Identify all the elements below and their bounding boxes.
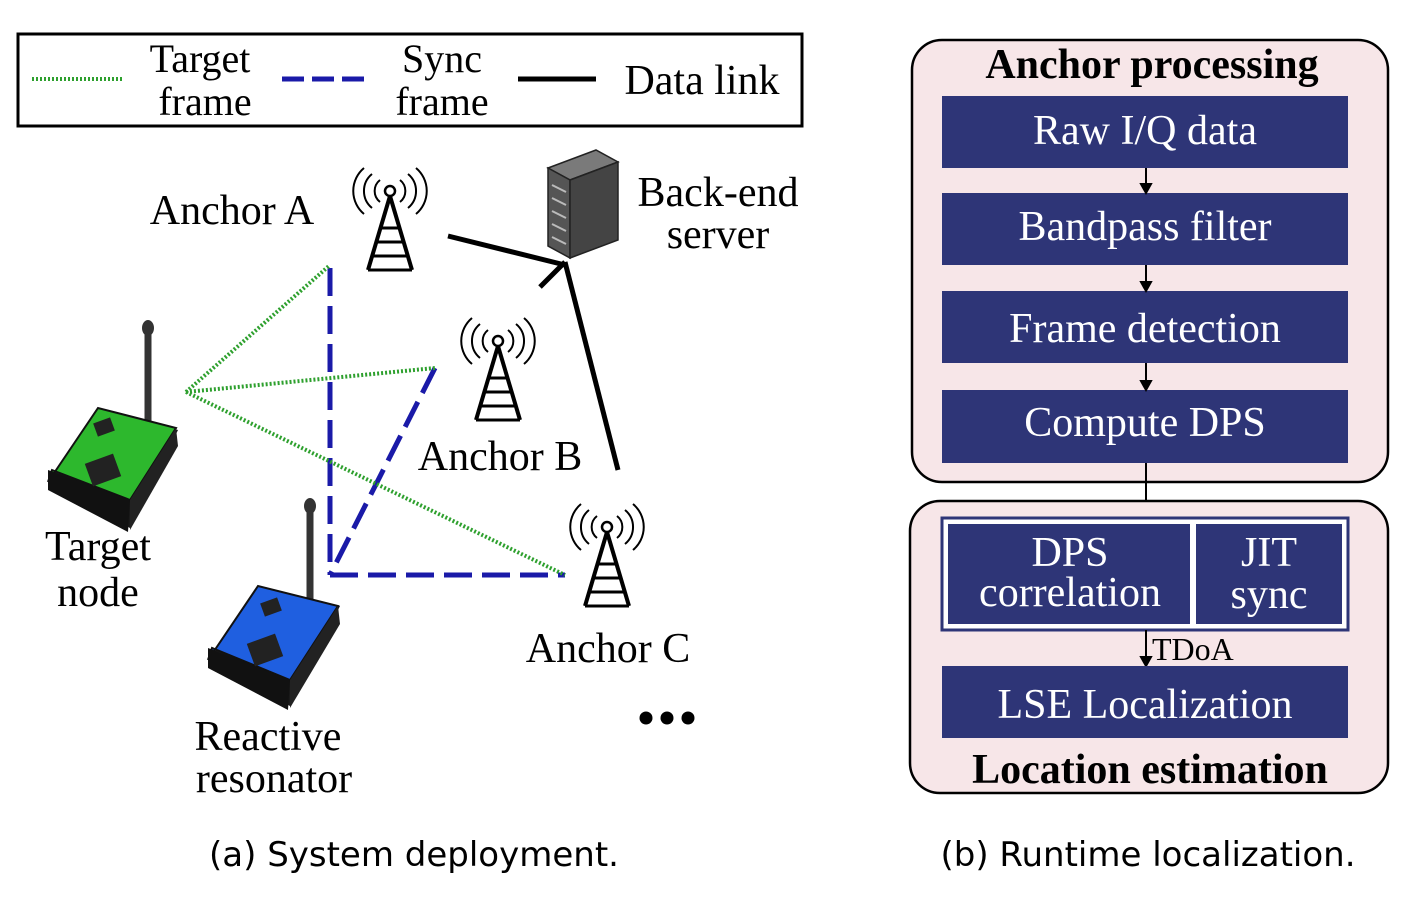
location-estimation-title: Location estimation xyxy=(972,747,1328,793)
runtime-localization-panel: Anchor processing Raw I/Q data Bandpass … xyxy=(880,0,1416,901)
resonator-label-2: resonator xyxy=(196,756,352,802)
caption-a: (a) System deployment. xyxy=(209,835,619,875)
legend-sync-frame-label-2: frame xyxy=(395,79,488,124)
legend-target-frame-label-2: frame xyxy=(158,79,251,124)
step-frame-detection-block xyxy=(942,291,1348,363)
deployment-diagram: Target frame Sync frame Data link Anchor… xyxy=(16,32,804,875)
system-deployment-panel: Target frame Sync frame Data link Anchor… xyxy=(16,32,804,875)
target-frames xyxy=(184,263,566,577)
step-bandpass-block xyxy=(942,193,1348,265)
legend-sync-frame-label-1: Sync xyxy=(402,36,482,81)
jit-sync-label-2: sync xyxy=(1231,572,1308,618)
target-node-icon xyxy=(47,320,178,532)
jit-sync-label-1: JIT xyxy=(1241,530,1297,576)
reactive-resonator-icon xyxy=(207,498,340,710)
tdoa-label: TDoA xyxy=(1152,631,1234,667)
server-label-1: Back-end xyxy=(638,170,799,216)
data-link-arrowhead xyxy=(538,260,567,289)
anchor-b-label: Anchor B xyxy=(418,434,582,480)
anchor-a-label: Anchor A xyxy=(150,188,315,234)
anchor-processing-title: Anchor processing xyxy=(985,42,1318,88)
tdoa-arrow xyxy=(1139,630,1153,669)
dps-correlation-block xyxy=(948,524,1190,624)
step-raw-iq-block xyxy=(942,96,1348,168)
caption-b: (b) Runtime localization. xyxy=(940,835,1355,875)
dps-correlation-label-2: correlation xyxy=(979,570,1161,616)
anchor-a-tower-icon xyxy=(351,166,429,272)
step-compute-dps-label: Compute DPS xyxy=(1024,400,1266,446)
data-links xyxy=(447,233,621,471)
jit-sync-block xyxy=(1196,524,1342,624)
resonator-label-1: Reactive xyxy=(195,714,342,760)
more-anchors-ellipsis xyxy=(639,711,695,725)
target-node-label-2: node xyxy=(57,570,139,616)
server-label-2: server xyxy=(667,212,770,258)
step-frame-detection-label: Frame detection xyxy=(1009,306,1281,352)
target-frame-b xyxy=(185,366,436,394)
data-link-anchor-a xyxy=(447,233,566,268)
step-compute-dps-block xyxy=(942,390,1348,463)
legend: Target frame Sync frame Data link xyxy=(16,32,804,128)
anchor-c-tower-icon xyxy=(568,502,646,608)
legend-box xyxy=(16,32,804,128)
target-frame-a xyxy=(184,263,332,394)
lse-localization-block xyxy=(942,666,1348,738)
step-bandpass-label: Bandpass filter xyxy=(1018,204,1271,250)
anchor-c-label: Anchor C xyxy=(526,626,690,672)
sync-frame-b xyxy=(327,366,438,577)
legend-data-link-label: Data link xyxy=(624,58,779,104)
legend-target-frame-label-1: Target xyxy=(150,36,251,81)
dps-correlation-label-1: DPS xyxy=(1031,530,1108,576)
runtime-diagram: Anchor processing Raw I/Q data Bandpass … xyxy=(908,38,1390,875)
server-icon xyxy=(546,149,620,260)
target-node-label-1: Target xyxy=(45,524,151,570)
data-link-anchor-c xyxy=(562,261,621,471)
step-raw-iq-label: Raw I/Q data xyxy=(1033,108,1257,154)
lse-localization-label: LSE Localization xyxy=(997,682,1292,728)
anchor-b-tower-icon xyxy=(459,316,537,422)
sync-frames xyxy=(327,268,565,578)
